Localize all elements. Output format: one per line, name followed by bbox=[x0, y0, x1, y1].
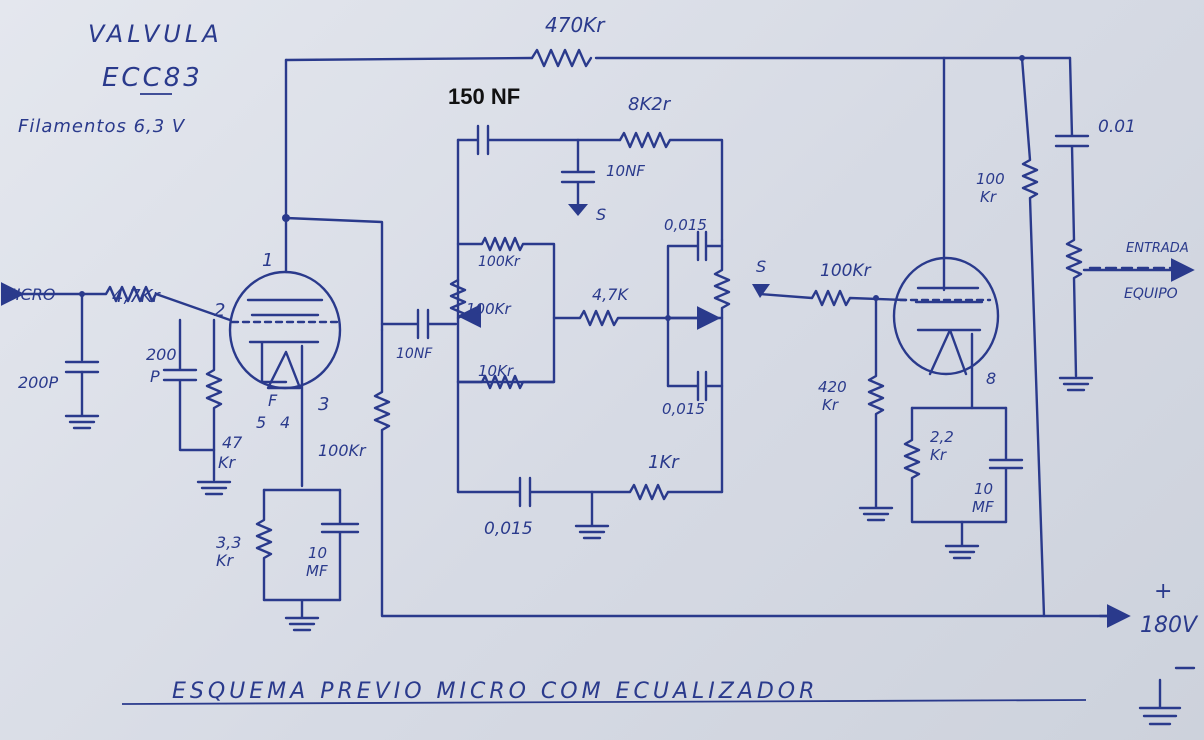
c-0015-c-label: 0,015 bbox=[484, 519, 533, 539]
pin4-label: 4 bbox=[280, 413, 290, 432]
r-420k-label: 420 bbox=[818, 378, 847, 396]
pot-100k bbox=[449, 278, 467, 320]
r-100k-plate2 bbox=[1020, 56, 1046, 618]
c-0015-a bbox=[666, 230, 724, 388]
signal-ground-top-icon bbox=[568, 204, 588, 216]
ground-c-icon bbox=[262, 598, 342, 632]
c-0015-c-and-r-1k bbox=[456, 476, 724, 508]
c-200p-b-label2: P bbox=[150, 367, 160, 386]
c-10nf-coupling-label: 10NF bbox=[396, 346, 433, 362]
c-10mf-a-label: 10 bbox=[308, 544, 327, 562]
r-4k7-input bbox=[80, 285, 232, 322]
pin8-label: 8 bbox=[986, 369, 996, 388]
pin5-label: 5 bbox=[256, 413, 266, 432]
r-3k3-unit: Kr bbox=[216, 551, 234, 570]
r-420k-unit: Kr bbox=[822, 396, 839, 414]
c-10nf-top-label: 10NF bbox=[606, 162, 645, 180]
r-2k2-cathode bbox=[903, 406, 1008, 524]
c-150nf-label: 150 NF bbox=[448, 84, 520, 109]
ground-d-icon bbox=[574, 490, 610, 540]
r-100k-top-label: 100Kr bbox=[478, 254, 521, 270]
c-200p-a-label: 200P bbox=[18, 373, 59, 392]
r-100k-plate bbox=[373, 328, 1122, 618]
header-filament-label: Filamentos 6,3 V bbox=[18, 116, 186, 137]
c-10mf-a-unit: MF bbox=[306, 562, 328, 580]
pot-treble bbox=[713, 238, 731, 494]
signal-ground-mid-icon bbox=[752, 284, 770, 298]
r-100k-top-eq bbox=[456, 236, 556, 384]
r-47k-unit: Kr bbox=[218, 453, 236, 472]
pinF-label: F bbox=[268, 391, 278, 410]
c-10nf-coupling bbox=[380, 308, 458, 340]
r-4k7-mid-label: 4,7K bbox=[592, 285, 629, 304]
header-model-label: ECC83 bbox=[102, 63, 203, 93]
c-150nf-symbol bbox=[456, 124, 622, 156]
c-200p-a-symbol bbox=[64, 360, 100, 374]
schematic-title: ESQUEMA PREVIO MICRO COM ECUALIZADOR bbox=[172, 679, 818, 704]
c-10mf-b-symbol bbox=[988, 406, 1024, 524]
r-3k3-cathode bbox=[255, 488, 273, 602]
c-200p-b-symbol bbox=[162, 318, 216, 452]
feedback-wire bbox=[284, 48, 1072, 68]
s-mid-label: S bbox=[756, 257, 766, 276]
ground-f-icon bbox=[1138, 666, 1196, 726]
r-3k3-label: 3,3 bbox=[216, 533, 241, 552]
pin2-label: 2 bbox=[214, 300, 225, 321]
c-001-label: 0.01 bbox=[1098, 117, 1136, 137]
s-top-label: S bbox=[596, 205, 606, 224]
title-underline bbox=[121, 699, 1087, 705]
c-200p-b-label: 200 bbox=[146, 345, 177, 364]
equipo-label: EQUIPO bbox=[1124, 286, 1178, 302]
c-10mf-b-label: 10 bbox=[974, 480, 993, 498]
r-100k-grid2 bbox=[758, 289, 908, 307]
r-47k-label: 47 bbox=[222, 433, 243, 452]
tube1-envelope bbox=[228, 270, 342, 488]
r-1k-label: 1Kr bbox=[648, 452, 680, 473]
c-0015-a-label: 0,015 bbox=[664, 216, 707, 234]
r-100k-right-unit: Kr bbox=[980, 188, 997, 206]
c-0015-b-label: 0,015 bbox=[662, 400, 705, 418]
entrada-label: ENTRADA bbox=[1126, 241, 1189, 256]
ground-e-icon bbox=[944, 520, 980, 560]
r-8k2-label: 8K2r bbox=[628, 94, 672, 115]
r-10k bbox=[456, 374, 556, 390]
r-47k-grid bbox=[205, 318, 223, 482]
pot-100k-label: 100Kr bbox=[466, 300, 511, 318]
ground-b-icon bbox=[196, 480, 232, 496]
plate1-to-coupling bbox=[284, 216, 384, 332]
r-2k2-unit: Kr bbox=[930, 446, 947, 464]
r-100k-grid2-label: 100Kr bbox=[820, 261, 872, 281]
r-100k-right-label: 100 bbox=[976, 170, 1005, 188]
pin1-label: 1 bbox=[262, 250, 273, 271]
r-2k2-label: 2,2 bbox=[930, 428, 954, 446]
ground-a-icon bbox=[64, 370, 100, 430]
r-100k-plate-label: 100Kr bbox=[318, 441, 367, 460]
c-10nf-top-symbol bbox=[560, 138, 596, 206]
r-4k7-mid bbox=[552, 309, 724, 327]
r-8k2 bbox=[618, 131, 724, 242]
c-001-and-output-pot bbox=[1054, 56, 1094, 392]
header-tube-label: VALVULA bbox=[88, 20, 223, 48]
r-4k7-input-label: 4,7Kr bbox=[112, 286, 161, 307]
c-0015-b bbox=[666, 370, 724, 402]
pin3-label: 3 bbox=[318, 394, 329, 415]
r-420k bbox=[858, 296, 894, 522]
tube2-envelope bbox=[892, 256, 1000, 410]
r-feedback-label: 470Kr bbox=[545, 13, 606, 37]
micro-label: MICRO bbox=[2, 285, 55, 304]
c-10mf-b-unit: MF bbox=[972, 498, 994, 516]
r-10k-label: 10Kr bbox=[478, 362, 514, 380]
plate2-junction bbox=[1019, 55, 1025, 61]
supply-label: 180V bbox=[1140, 613, 1199, 638]
c-10mf-a-symbol bbox=[320, 488, 360, 602]
plus-label: + bbox=[1154, 579, 1172, 604]
